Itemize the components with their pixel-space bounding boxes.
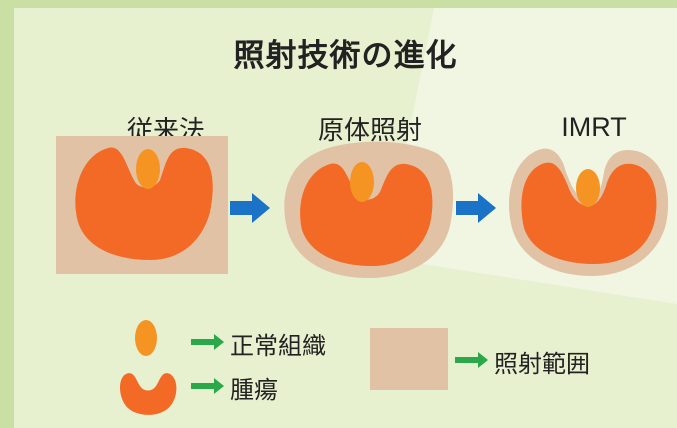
- stage-conformal-diagram: [284, 141, 454, 278]
- legend-symbols: [120, 320, 177, 415]
- normal-tissue-shape: [576, 169, 600, 207]
- legend-label-irradiation-area: 照射範囲: [494, 350, 590, 378]
- legend-label-normal-tissue: 正常組織: [230, 332, 326, 360]
- diagram-panel: 照射技術の進化 従来法 原体照射 IMRT 正常組織 腫瘍: [14, 8, 677, 428]
- legend-normal-tissue-icon: [135, 320, 157, 356]
- arrow-right-icon: [230, 193, 270, 223]
- tumor-shape: [75, 147, 213, 260]
- arrow-right-icon: [456, 193, 496, 223]
- stage-label-imrt: IMRT: [561, 112, 627, 142]
- legend-label-tumor: 腫瘍: [230, 376, 278, 404]
- legend-irradiation-icon: [370, 328, 448, 390]
- legend-tumor-icon: [120, 373, 177, 415]
- diagram-title: 照射技術の進化: [233, 38, 458, 74]
- normal-tissue-shape: [350, 162, 374, 202]
- stage-imrt-diagram: [508, 148, 669, 276]
- normal-tissue-shape: [136, 149, 160, 189]
- stage-label-conformal: 原体照射: [317, 116, 422, 146]
- stage-conventional-diagram: [56, 136, 228, 274]
- arrow-right-icon: [191, 334, 224, 350]
- tumor-shape: [521, 162, 657, 264]
- tumor-shape: [300, 163, 433, 266]
- arrow-right-icon: [455, 352, 488, 368]
- arrow-right-icon: [191, 378, 224, 394]
